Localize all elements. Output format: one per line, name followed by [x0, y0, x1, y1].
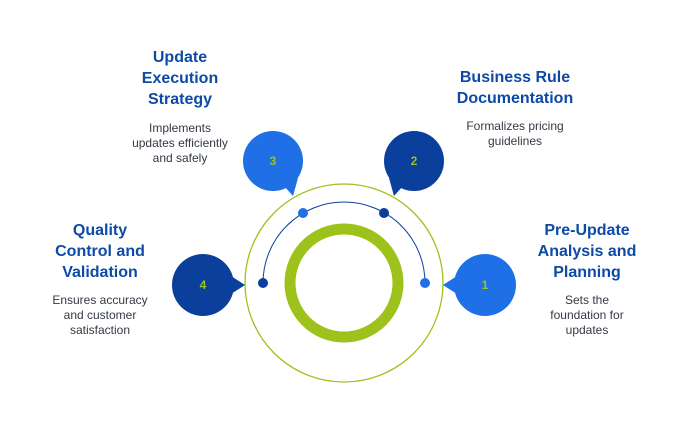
step-1-number: 1: [482, 278, 489, 292]
step-3-title: Update Execution Strategy: [141, 49, 219, 108]
step-2-bubble: 2: [384, 131, 444, 196]
marker-dot-4: [258, 278, 268, 288]
marker-dot-2: [379, 208, 389, 218]
step-3-number: 3: [270, 154, 277, 168]
step-3-description: Implements updates efficiently and safel…: [132, 121, 228, 165]
marker-dot-1: [420, 278, 430, 288]
step-2-title: Business Rule Documentation: [456, 69, 574, 107]
marker-dot-3: [298, 208, 308, 218]
step-4-number: 4: [200, 278, 207, 292]
step-2-description: Formalizes pricing guidelines: [466, 119, 564, 148]
step-1-description: Sets the foundation for updates: [550, 293, 624, 337]
step-2-number: 2: [411, 154, 418, 168]
step-4-description: Ensures accuracy and customer satisfacti…: [52, 293, 148, 337]
step-4-title: Quality Control and Validation: [55, 222, 145, 281]
inner-arc: [262, 201, 426, 284]
step-4-bubble: 4: [172, 254, 245, 316]
step-1-title: Pre-Update Analysis and Planning: [537, 222, 637, 281]
outer-ring: [244, 183, 444, 383]
center-ring: [284, 223, 404, 343]
step-1-bubble: 1: [443, 254, 516, 316]
step-3-bubble: 3: [243, 131, 303, 196]
